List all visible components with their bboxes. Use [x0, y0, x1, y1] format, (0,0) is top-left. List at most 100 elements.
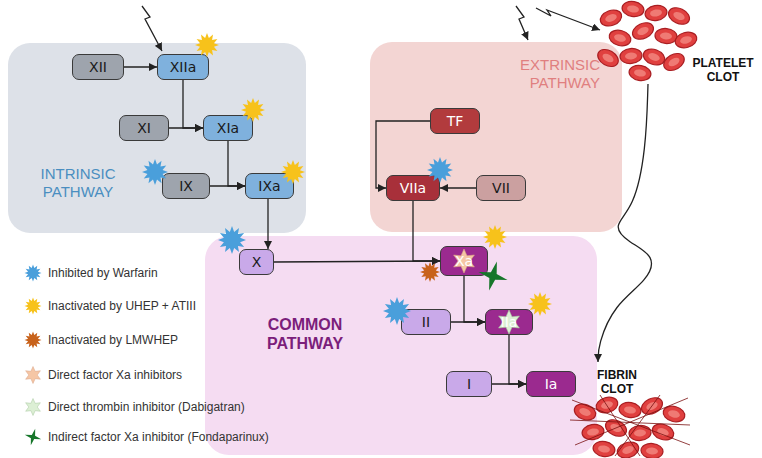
pathway-region: COMMON PATHWAYXXaIIIIaIIa [205, 236, 597, 455]
legend-swatch [25, 332, 42, 349]
red-blood-cell [640, 443, 663, 458]
factor-box: Ia [526, 371, 576, 397]
uhep-marker [281, 160, 305, 184]
factor-label: VIIa [400, 180, 426, 196]
red-blood-cell [592, 440, 616, 458]
fibrin-strand [600, 395, 640, 456]
factor-box: IX [162, 173, 210, 199]
activation-arrow [464, 276, 485, 322]
red-blood-cell [639, 395, 665, 418]
factor-box: IXa [245, 173, 294, 199]
factor-label: Xa [455, 253, 473, 269]
thrombin-inhibitor-marker [499, 310, 520, 334]
fibrin-strand [572, 400, 690, 445]
fibrin-strand [615, 395, 660, 456]
factor-box: XI [119, 115, 169, 141]
red-blood-cell [628, 425, 651, 442]
legend-swatch [25, 298, 42, 315]
uhep-marker [195, 33, 219, 57]
warfarin-marker [383, 297, 411, 325]
factor-box: XIa [203, 115, 253, 141]
clot-illustration: FIBRIN CLOT [566, 362, 686, 456]
factor-label: XII [89, 59, 107, 75]
legend-swatch [24, 428, 42, 446]
legend-swatch-frame [24, 331, 42, 349]
activation-arrow [598, 84, 651, 362]
red-blood-cell [666, 5, 692, 28]
red-blood-cell [628, 64, 652, 83]
activation-arrow [210, 185, 245, 186]
activation-arrow [509, 335, 526, 384]
trigger-lightning [142, 6, 162, 51]
red-blood-cell [595, 46, 622, 70]
red-blood-cell [661, 50, 688, 74]
uhep-marker [483, 225, 507, 249]
fondaparinux-marker [475, 258, 512, 295]
pathway-title: INTRINSIC PATHWAY [28, 165, 128, 200]
factor-label: XIIa [170, 59, 196, 75]
red-blood-cell [641, 46, 667, 68]
trigger-lightning [536, 8, 600, 30]
pathway-title: EXTRINSIC PATHWAY [488, 56, 600, 91]
factor-box: II [401, 309, 451, 335]
factor-label: XI [137, 120, 151, 136]
activation-arrow [440, 187, 476, 188]
factor-label: TF [447, 113, 464, 129]
red-blood-cell [621, 0, 645, 18]
legend-swatch-frame [24, 428, 42, 446]
uhep-marker [528, 292, 552, 316]
legend-swatch-frame [24, 398, 42, 416]
red-blood-cell [618, 401, 642, 420]
factor-box: XII [72, 54, 124, 80]
factor-box: TF [430, 108, 480, 134]
lmwhep-marker [420, 262, 440, 282]
factor-label: I [467, 376, 471, 392]
fibrin-strand [570, 420, 690, 425]
trigger-lightning [516, 6, 528, 40]
uhep-marker [241, 98, 265, 122]
pathway-region: EXTRINSIC PATHWAY TF VIIa VII [370, 42, 622, 232]
legend-swatch [26, 367, 41, 384]
pathway-title: COMMON PATHWAY [245, 316, 365, 354]
activation-arrow [267, 199, 268, 249]
factor-box: X [239, 249, 274, 275]
factor-label: IX [179, 178, 193, 194]
red-blood-cell [572, 401, 598, 423]
red-blood-cell [603, 417, 629, 440]
legend-text: Inactivated by UHEP + ATIII [48, 297, 196, 315]
activation-arrow [274, 261, 440, 262]
red-blood-cell [615, 439, 641, 458]
red-blood-cell [607, 28, 632, 48]
red-blood-cell [650, 421, 676, 443]
red-blood-cell [630, 20, 656, 43]
clot-label: PLATELET CLOT [688, 56, 758, 84]
legend-swatch [26, 399, 41, 416]
factor-box: Xa [440, 246, 488, 276]
warfarin-marker [142, 159, 168, 185]
factor-box: XIIa [157, 54, 209, 80]
legend-swatch-frame [24, 366, 42, 384]
factor-box: IIa [485, 309, 533, 335]
legend-text: Direct thrombin inhibitor (Dabigatran) [48, 398, 245, 416]
factor-box: I [446, 371, 492, 397]
legend-swatch-frame [24, 264, 42, 282]
red-blood-cell [673, 30, 698, 50]
red-blood-cell [581, 423, 605, 442]
clot-label: FIBRIN CLOT [584, 368, 650, 396]
fibrin-strand [575, 398, 688, 445]
activation-arrow [228, 141, 245, 186]
legend-text: Indirect factor Xa inhibitor (Fondaparin… [48, 428, 269, 446]
red-blood-cell [644, 4, 668, 23]
activation-arrow [376, 121, 430, 188]
factor-label: VII [492, 180, 510, 196]
red-blood-cell [654, 28, 677, 45]
activation-arrow [124, 66, 157, 67]
red-blood-cell [594, 395, 619, 415]
pathway-region: INTRINSIC PATHWAY XII XIIaXI XIaIX IXa [8, 43, 306, 233]
activation-arrow [183, 80, 203, 128]
activation-arrow [492, 383, 526, 384]
red-blood-cell [598, 7, 624, 29]
factor-label: II [422, 314, 430, 330]
